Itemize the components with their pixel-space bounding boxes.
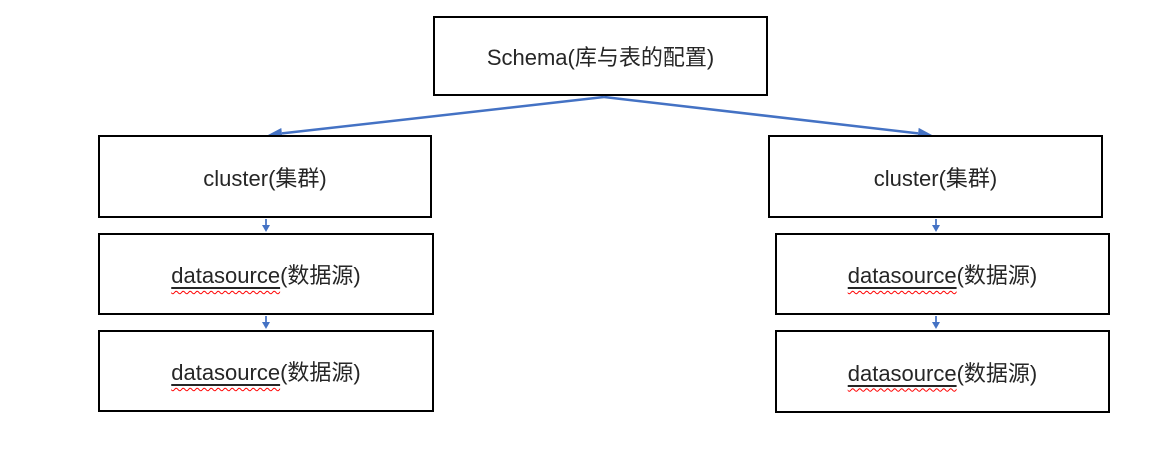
datasource-word: datasource	[847, 263, 957, 288]
arrowhead-right-datasource1-to-datasource2	[932, 322, 940, 329]
cluster-box-left-label: cluster(集群)	[203, 165, 327, 191]
arrowhead-right-cluster-to-datasource1	[932, 225, 940, 232]
datasource-box-right-1: datasource(数据源)	[775, 233, 1110, 315]
spellcheck-squiggle: datasource	[848, 361, 957, 386]
cluster-box-right: cluster(集群)	[768, 135, 1103, 218]
datasource-box-right-2: datasource(数据源)	[775, 330, 1110, 413]
datasource-suffix: (数据源)	[280, 263, 361, 288]
spellcheck-squiggle: datasource	[848, 263, 957, 288]
datasource-word: datasource	[171, 263, 281, 288]
datasource-box-right-1-label: datasource(数据源)	[848, 258, 1038, 290]
datasource-suffix: (数据源)	[280, 360, 361, 385]
datasource-box-left-2-label: datasource(数据源)	[171, 355, 361, 387]
datasource-suffix: (数据源)	[956, 360, 1038, 386]
datasource-box-right-2-label: datasource(数据源)	[848, 356, 1038, 388]
cluster-box-left: cluster(集群)	[98, 135, 432, 218]
arrowhead-left-cluster-to-datasource1	[262, 225, 270, 232]
arrow-schema-to-left-cluster	[281, 95, 605, 135]
cluster-box-right-label: cluster(集群)	[873, 165, 998, 191]
arrow-schema-to-right-cluster	[603, 95, 919, 135]
datasource-suffix: (数据源)	[956, 263, 1038, 288]
schema-box: Schema(库与表的配置)	[433, 16, 768, 96]
datasource-box-left-1: datasource(数据源)	[98, 233, 434, 315]
spellcheck-squiggle: datasource	[171, 360, 280, 385]
datasource-word: datasource	[171, 360, 281, 385]
arrowhead-left-datasource1-to-datasource2	[262, 322, 270, 329]
datasource-box-left-1-label: datasource(数据源)	[171, 258, 361, 290]
spellcheck-squiggle: datasource	[171, 263, 280, 288]
datasource-box-left-2: datasource(数据源)	[98, 330, 434, 412]
schema-box-label: Schema(库与表的配置)	[486, 45, 715, 70]
datasource-word: datasource	[847, 360, 957, 386]
